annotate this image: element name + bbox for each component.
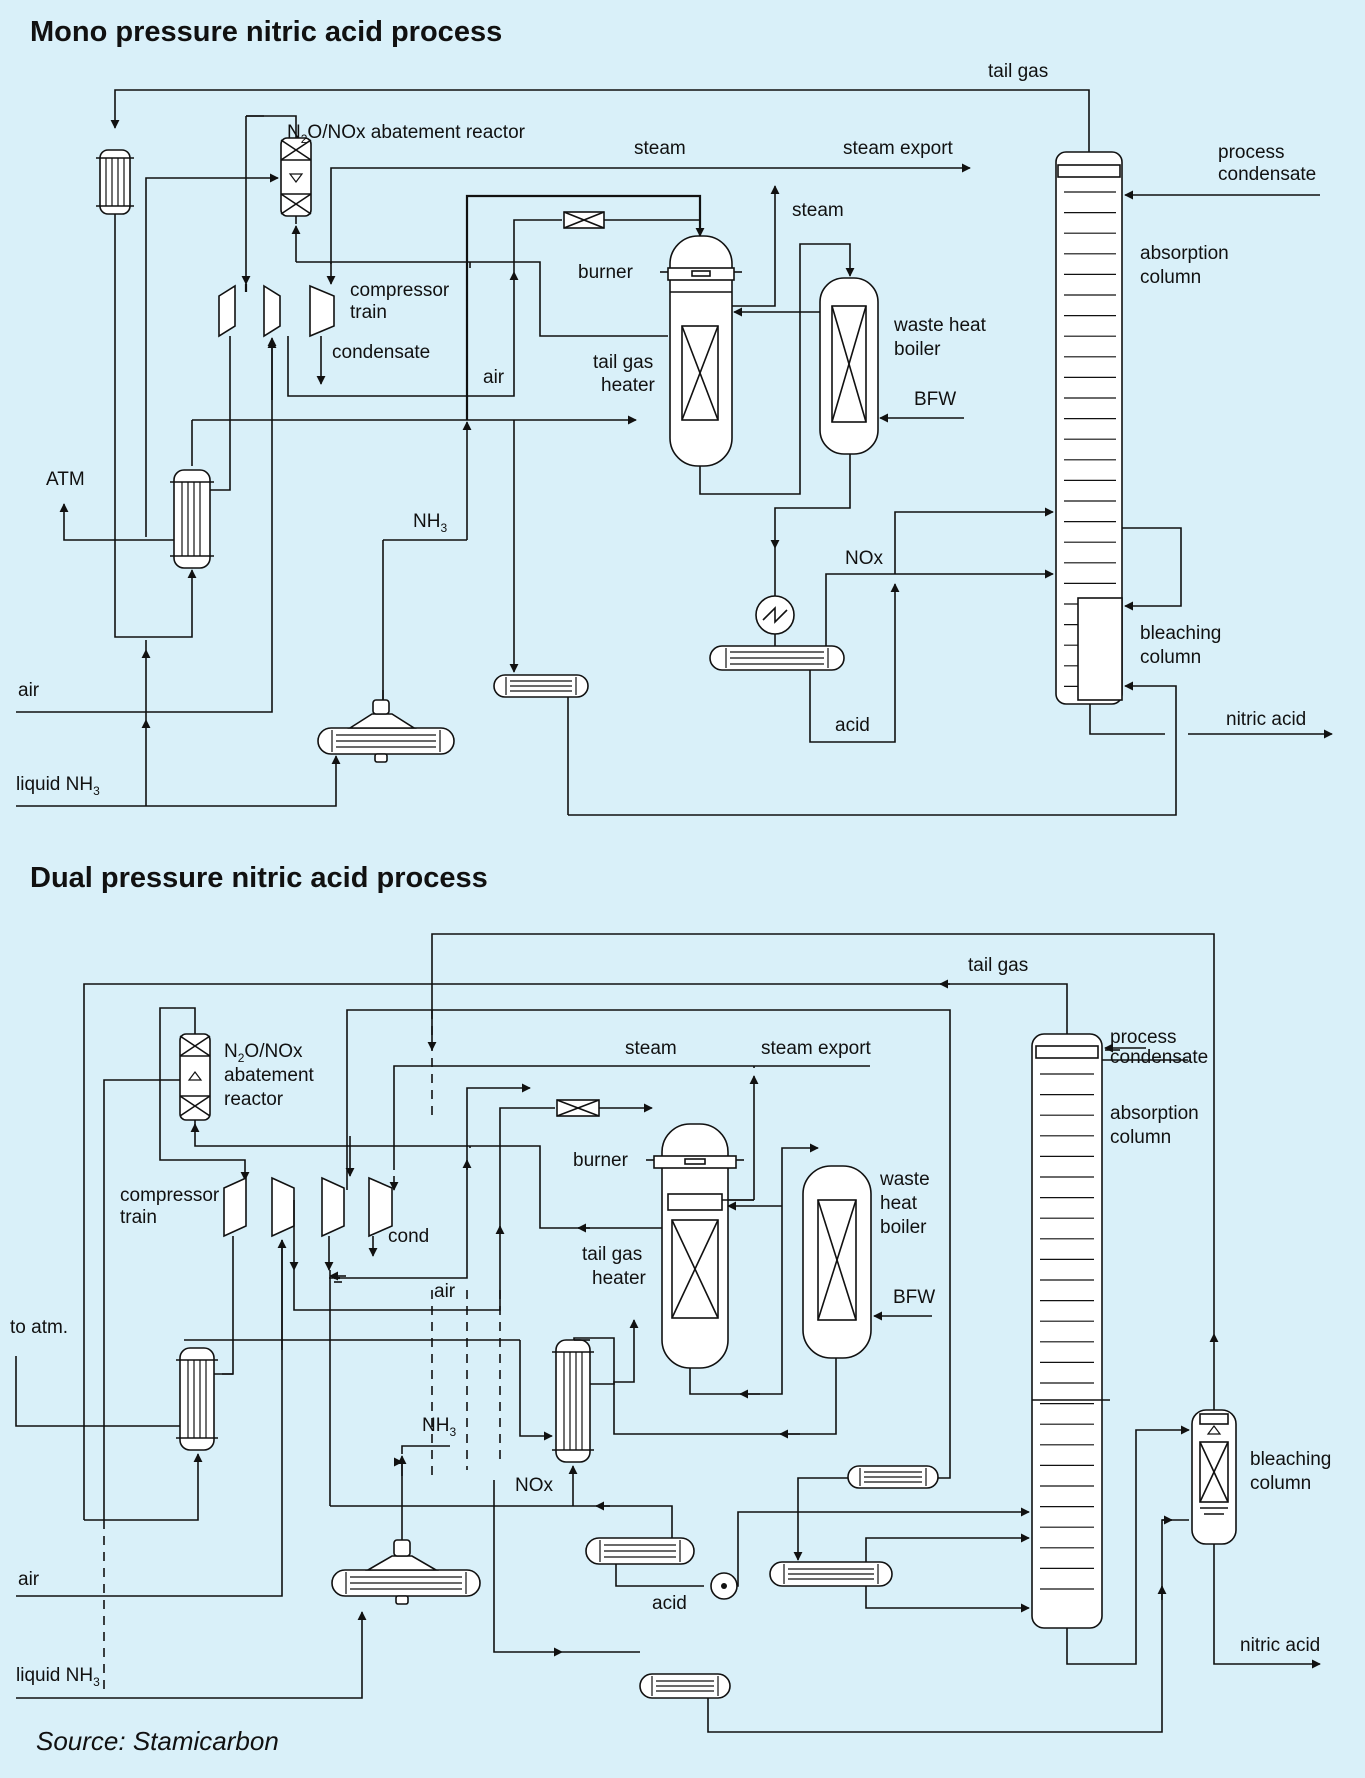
mono-air-mid-label: air [483,367,505,388]
mono-air-left-label: air [18,680,40,701]
mono-compressor-label-2: train [350,302,387,323]
mono-waste-heat-label-2: boiler [894,339,941,360]
mono-compressor-train [218,284,335,338]
mono-steam-export-line [330,163,971,264]
mono-burner-tail-gas-heater [660,235,742,467]
mono-steam-label: steam [634,138,686,159]
mono-air-feed-line [16,339,277,713]
mono-ammonia-evaporator [317,699,455,763]
dual-diagram [15,933,1321,1733]
dual-tail-gas-heater-label-1: tail gas [582,1244,643,1265]
mono-steam-right-label: steam [792,200,844,221]
mono-nh3-label: NH3 [413,511,448,535]
dual-bleaching-label-1: bleaching [1250,1449,1332,1470]
dual-ammonia-evaporator [331,1539,481,1605]
dual-waste-heat-label-1: waste [880,1169,930,1190]
dual-process-condensate-label-1: process [1110,1027,1177,1048]
mono-bleaching-label-2: column [1140,647,1202,668]
mono-air-preheater [170,469,214,569]
mono-absorption-column [1055,151,1123,705]
dual-nitric-acid-label: nitric acid [1240,1635,1321,1656]
mono-process-condensate-label-2: condensate [1218,164,1317,185]
mono-abatement-reactor [280,137,312,217]
mono-process-condensate-label-1: process [1218,142,1285,163]
dual-waste-heat-boiler [802,1165,872,1359]
dual-compressor-label-2: train [120,1207,157,1228]
dual-air-mid-label: air [434,1281,456,1302]
mono-absorption-label-2: column [1140,267,1202,288]
mono-title: Mono pressure nitric acid process [30,16,503,48]
mono-steam-export-label: steam export [843,138,953,159]
dual-tail-gas-label: tail gas [968,955,1029,976]
dual-absorption-label-1: absorption [1110,1103,1199,1124]
dual-air-left-label: air [18,1569,40,1590]
dual-to-atm-label: to atm. [10,1317,69,1338]
dual-absorption-label-2: column [1110,1127,1172,1148]
mono-waste-heat-label-1: waste heat [894,315,986,336]
dual-air-preheater [176,1347,218,1451]
dual-nox-label: NOx [515,1475,553,1496]
mono-tail-gas-heater-label-2: heater [601,375,655,396]
mono-tail-gas-label: tail gas [988,61,1049,82]
source-caption: Source: Stamicarbon [36,1726,279,1756]
mono-acid-label: acid [835,715,870,736]
dual-burner-label: burner [573,1150,628,1171]
mono-tail-gas-heater-label-1: tail gas [593,352,654,373]
mono-bfw-label: BFW [914,389,957,410]
mono-absorption-label-1: absorption [1140,243,1229,264]
mono-atm-label: ATM [46,469,85,490]
dual-abatement-reactor [179,1033,211,1121]
dual-waste-heat-label-3: boiler [880,1217,927,1238]
dual-liquid-nh3-label: liquid NH3 [16,1665,100,1689]
mono-nox-label: NOx [845,548,883,569]
dual-steam-label: steam [625,1038,677,1059]
mono-diagram [16,89,1333,816]
mono-burner-label: burner [578,262,633,283]
dual-acid-label: acid [652,1593,687,1614]
dual-bleaching-label-2: column [1250,1473,1312,1494]
dual-waste-heat-label-2: heat [880,1193,917,1214]
dual-nox-heater [552,1339,594,1463]
dual-process-condensate-label-2: condensate [1110,1047,1209,1068]
dual-cond-label: cond [388,1226,430,1247]
dual-steam-export-label: steam export [761,1038,871,1059]
dual-abatement-label-3: reactor [224,1089,284,1110]
mono-waste-heat-boiler [819,277,879,455]
mono-nitric-acid-label: nitric acid [1226,709,1307,730]
dual-compressor-train [223,1176,393,1238]
mono-bleaching-label-1: bleaching [1140,623,1222,644]
dual-abatement-label-2: abatement [224,1065,314,1086]
mono-abatement-label: N2O/NOx abatement reactor [287,122,525,146]
dual-burner-tail-gas-heater [646,1123,744,1369]
dual-nh3-label: NH3 [422,1415,457,1439]
mono-compressor-label-1: compressor [350,280,450,301]
dual-abatement-label-1: N2O/NOx [224,1041,303,1065]
mono-condensate-label: condensate [332,342,431,363]
dual-title: Dual pressure nitric acid process [30,862,488,894]
mono-liquid-nh3-label: liquid NH3 [16,774,100,798]
dual-tail-gas-heater-label-2: heater [592,1268,646,1289]
mono-tail-gas-line [110,89,1090,152]
dual-bleaching-column [1191,1409,1237,1545]
mono-ammonia-feed-line [16,755,341,807]
dual-absorption-column [1031,1033,1103,1629]
mono-tail-gas-preheater [99,149,131,215]
dual-bfw-label: BFW [893,1287,936,1308]
dual-compressor-label-1: compressor [120,1185,220,1206]
